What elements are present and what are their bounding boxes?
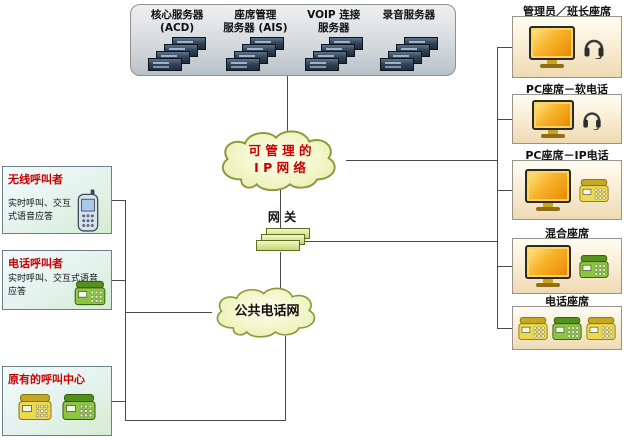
stub-legacy-center [112, 401, 125, 402]
connector-servers-ipcloud [287, 76, 288, 138]
ip-cloud-label-line2: I P 网 络 [254, 160, 306, 175]
server-group-acd: 核心服务器 (ACD) [148, 9, 207, 75]
bottom-horizontal-line [125, 420, 286, 421]
server-label-line1: 座席管理 [234, 9, 277, 21]
cloud-shape [221, 130, 336, 192]
gateway-label: 网 关 [267, 210, 297, 224]
gateway-icon [256, 228, 310, 254]
desk-phone-icon [74, 280, 106, 306]
desk-phone-icon [586, 316, 616, 341]
phone-caller-body: 实时呼叫、交互式语音应答 [8, 274, 99, 297]
server-stack-icon [304, 37, 363, 71]
cloud-shape [216, 287, 316, 338]
seat-box-pc-softphone [512, 94, 622, 144]
right-bus-line [497, 47, 498, 329]
pstn-cloud-label-text: 公共电话网 [234, 304, 300, 320]
server-label: 座席管理 服务器 (AIS) [223, 9, 287, 36]
desk-phone-icon [62, 393, 96, 421]
ip-cloud-label: 可 管 理 的 I P 网 络 [212, 126, 348, 194]
label-admin-seat: 管理员／班长座席 [523, 5, 611, 18]
headset-icon [583, 35, 605, 59]
label-pc-softphone-seat: PC座席－软电话 [525, 83, 609, 96]
connector-gateway-rightbus [304, 241, 497, 242]
server-stack-icon [379, 37, 438, 71]
connector-bottom-pstncloud [285, 336, 286, 421]
seat-box-admin [512, 16, 622, 78]
wireless-caller-title: 无线呼叫者 [8, 173, 63, 186]
stub-mixed-seat [497, 266, 512, 267]
server-group-recording: 录音服务器 [379, 9, 438, 75]
desk-phone-icon [18, 393, 52, 421]
server-label: 录音服务器 [380, 9, 438, 36]
monitor-icon [525, 245, 571, 287]
desk-phone-icon [518, 316, 548, 341]
server-label-line2: (ACD) [160, 22, 195, 35]
monitor-icon [525, 169, 571, 211]
server-stack-icon [148, 37, 207, 71]
pstn-cloud: 公共电话网 [208, 284, 326, 340]
server-group-ais: 座席管理 服务器 (AIS) [223, 9, 288, 75]
server-label-line2: 服务器 [317, 22, 350, 35]
connector-gateway-pstncloud [280, 252, 281, 292]
ip-phone-icon [579, 178, 609, 203]
stub-phone-caller [112, 280, 125, 281]
monitor-icon [532, 100, 574, 138]
headset-icon [582, 108, 602, 130]
caller-box-wireless: 无线呼叫者 实时呼叫、交互式语音应答 [2, 166, 112, 234]
stub-admin-seat [497, 47, 512, 48]
server-label: 核心服务器 (ACD) [148, 9, 206, 36]
ip-network-cloud: 可 管 理 的 I P 网 络 [212, 126, 348, 194]
connector-ipcloud-rightbus [346, 160, 497, 161]
label-phone-seat: 电话座席 [545, 295, 589, 308]
server-stack-icon [226, 37, 285, 71]
ip-cloud-label-line1: 可 管 理 的 [248, 143, 312, 159]
mobile-phone-icon [76, 189, 100, 232]
server-group-voip: VOIP 连接 服务器 [304, 9, 363, 75]
phone-caller-title: 电话呼叫者 [8, 257, 63, 270]
legacy-callcenter-box: 原有的呼叫中心 [2, 366, 112, 436]
desk-phone-icon [552, 316, 582, 341]
server-label: VOIP 连接 服务器 [305, 9, 363, 36]
wireless-caller-body: 实时呼叫、交互式语音应答 [8, 198, 72, 222]
server-panel: 核心服务器 (ACD) 座席管理 服务器 (AIS) VOIP 连接 服务器 录… [130, 4, 456, 76]
seat-box-phone [512, 306, 622, 350]
seat-box-mixed [512, 238, 622, 294]
left-bus-line [125, 200, 126, 421]
label-mixed-seat: 混合座席 [545, 227, 589, 240]
server-label-line1: 录音服务器 [382, 9, 436, 21]
connector-ipcloud-gateway [280, 188, 281, 232]
stub-pc-softphone-seat [497, 119, 512, 120]
server-label-line2: 服务器 (AIS) [223, 22, 288, 35]
server-label-line1: VOIP 连接 [307, 9, 361, 21]
label-pc-ipphone-seat: PC座席－IP电话 [525, 149, 609, 162]
pstn-cloud-label: 公共电话网 [208, 284, 326, 340]
stub-wireless-caller [112, 200, 125, 201]
connector-leftbus-pstncloud [125, 312, 212, 313]
seat-box-pc-ipphone [512, 160, 622, 220]
caller-box-phone: 电话呼叫者 实时呼叫、交互式语音应答 [2, 250, 112, 310]
ip-phone-icon [579, 254, 609, 279]
stub-phone-seat [497, 328, 512, 329]
monitor-icon [529, 26, 575, 68]
stub-pc-ipphone-seat [497, 190, 512, 191]
legacy-center-title: 原有的呼叫中心 [8, 373, 85, 386]
server-label-line1: 核心服务器 [150, 9, 204, 21]
